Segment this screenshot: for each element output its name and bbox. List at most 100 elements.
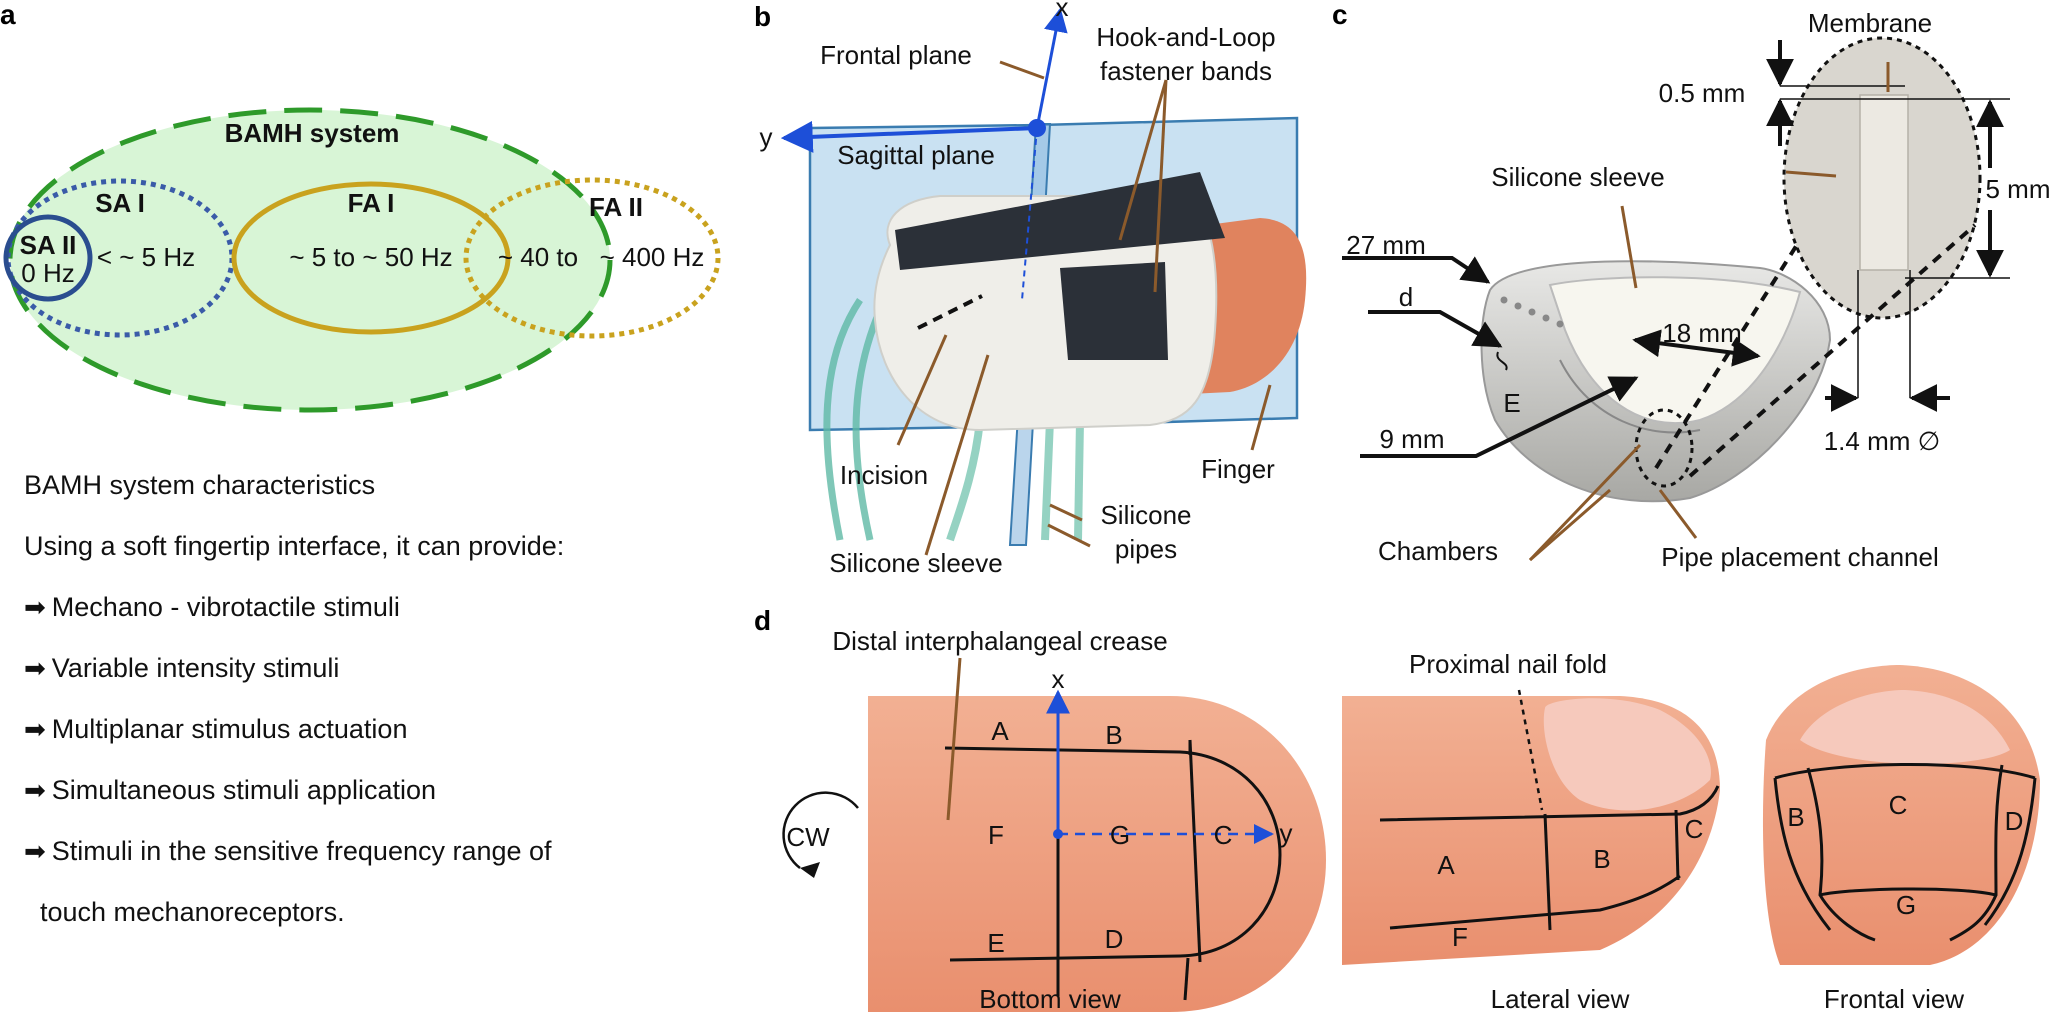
region-d: D [1105,924,1124,954]
silicone-pipe [823,298,863,541]
frontal-region-d: D [2005,806,2024,836]
pointer-27mm [1342,256,1491,284]
width-18mm-label: 18 mm [1662,318,1741,348]
characteristic-item: ➡Variable intensity stimuli [24,638,724,699]
pointer-9mm [1360,376,1639,458]
silicone-pipe [946,419,984,542]
leader-line [896,334,948,446]
leader-line [1785,170,1837,178]
frontal-region-g: G [1896,890,1916,920]
fa1-freq: ~ 5 to ~ 50 Hz [289,242,452,272]
region-g: G [1110,820,1130,850]
membrane-label: Membrane [1808,8,1932,38]
membrane-height-label: 5 mm [1986,174,2050,204]
characteristic-item: ➡Stimuli in the sensitive frequency rang… [24,821,724,882]
arrow-right-icon: ➡ [24,714,46,744]
leader-line [924,354,990,556]
characteristic-text: Multiplanar stimulus actuation [51,714,408,744]
characteristic-text: Stimuli in the sensitive frequency range… [51,836,552,866]
pipe-hole [1528,308,1536,316]
channel-label: Pipe placement channel [1661,542,1939,572]
sagittal-plane-label: Sagittal plane [837,140,995,170]
arrow-right-icon: ➡ [24,653,46,683]
nail-fold-marker [1517,689,1544,811]
frontal-region-line [1774,762,2036,780]
fastener-band [1060,262,1168,360]
lateral-region-line [1379,785,1720,822]
frontal-region-line [1819,887,1997,897]
bottom-axis-origin [1053,829,1063,839]
membrane-channel [1859,94,1909,271]
frontal-region-line [1806,767,1876,942]
axis-dashed [1021,127,1038,301]
region-divider [1188,739,1202,963]
y-axis-arrow [780,120,1038,153]
region-e: E [987,928,1004,958]
arrow-right-icon: ➡ [24,592,46,622]
region-a: A [991,716,1009,746]
finger-label: Finger [1201,454,1275,484]
nail-fold-label: Proximal nail fold [1409,649,1607,679]
x-axis-label: x [1056,0,1069,22]
lateral-region-divider [1543,813,1552,931]
panel-letter-d: d [754,605,771,636]
silicone-pipe [1041,419,1054,541]
frontal-region-line [1983,777,2037,926]
frontal-region-b: B [1787,802,1804,832]
fa1-label: FA I [348,188,395,218]
crease-label: Distal interphalangeal crease [832,626,1167,656]
pointer-d [1368,310,1503,348]
sa1-label: SA I [95,188,145,218]
width-27mm-label: 27 mm [1346,230,1425,260]
axis-origin [1028,119,1046,137]
fastener-label-a: Hook-and-Loop [1096,22,1275,52]
characteristic-text: Variable intensity stimuli [51,653,340,683]
membrane-thickness-label: 0.5 mm [1659,78,1746,108]
frontal-plane-label: Frontal plane [820,40,972,70]
frontal-region-line [1773,777,1832,931]
arrow-right-icon: ➡ [24,775,46,805]
fa2-ellipse [463,177,721,339]
chamber-wall [1559,359,1701,434]
leader-line [1153,79,1168,293]
characteristic-item: ➡Simultaneous stimuli application [24,760,724,821]
silicone-pipe [852,308,884,541]
characteristics-list: BAMH system characteristics Using a soft… [24,455,724,943]
region-divider [1183,957,1190,1001]
sa2-freq: 0 Hz [21,258,74,288]
leader-line [1658,489,1698,539]
characteristic-text: Simultaneous stimuli application [51,775,436,805]
e-brace [1496,351,1508,371]
pipe-hole [1556,320,1564,328]
dimension-18mm [1632,329,1761,367]
bamh-system-ellipse [7,107,613,413]
incision-line [917,294,983,330]
characteristics-title: BAMH system characteristics [24,470,376,500]
frontal-view-label: Frontal view [1824,984,1964,1012]
characteristic-item: ➡Mechano - vibrotactile stimuli [24,577,724,638]
pipe-hole [1542,314,1550,322]
panel-letter-b: b [754,1,771,32]
zoom-line [1688,223,1977,478]
leader-line [1529,488,1611,562]
crease-leader [946,657,962,821]
lateral-view-label: Lateral view [1491,984,1630,1012]
cw-rotation-arc [782,791,859,869]
lateral-region-c: C [1685,814,1704,844]
width-9mm-label: 9 mm [1380,424,1445,454]
chambers-label: Chambers [1378,536,1498,566]
region-outline [944,746,1282,962]
leader-line [999,60,1045,80]
x-axis-arrow [1035,7,1068,129]
cw-arrowhead [800,862,820,878]
bottom-view-finger [868,696,1326,1012]
region-f: F [988,820,1004,850]
d-label: d [1399,282,1413,312]
diameter-label: 1.4 mm ∅ [1824,426,1941,456]
characteristic-text: Mechano - vibrotactile stimuli [51,592,400,622]
lateral-region-b: B [1593,844,1610,874]
fastener-label-b: fastener bands [1100,56,1272,86]
pipe-hole [1500,296,1508,304]
bottom-x-label: x [1052,664,1065,694]
silicone-pipe [1074,419,1084,541]
